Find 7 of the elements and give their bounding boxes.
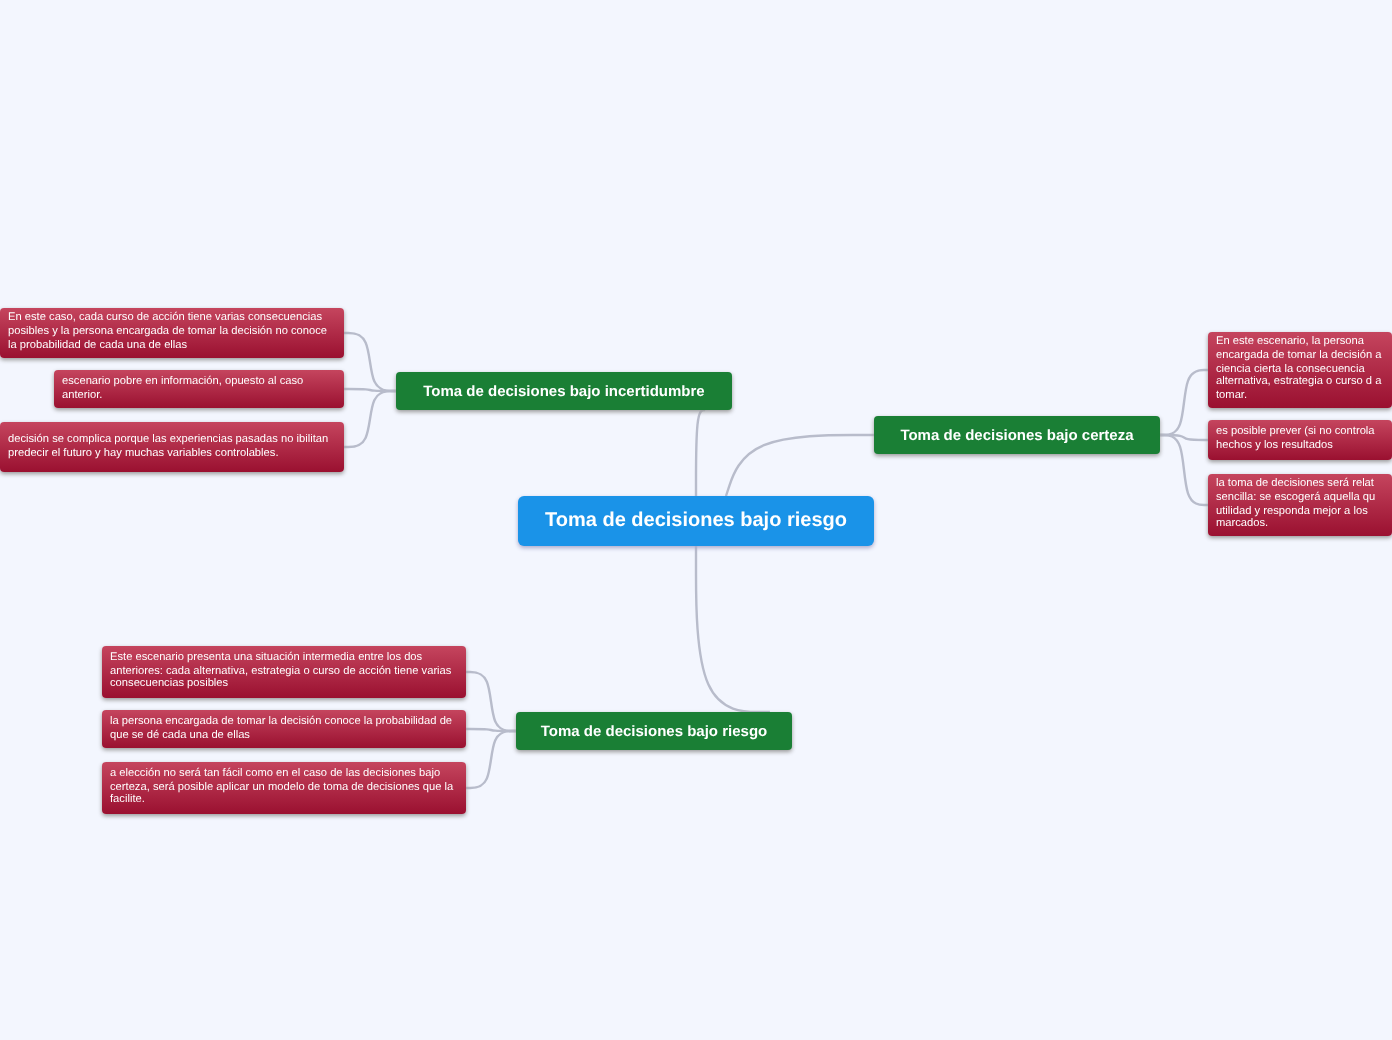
- connector: [344, 389, 396, 449]
- connector: [724, 433, 874, 497]
- connector: [694, 546, 770, 714]
- central-topic-box: Toma de decisiones bajo riesgo: [518, 496, 874, 546]
- connector: [1160, 433, 1208, 507]
- connector: [466, 729, 516, 790]
- connector: [694, 408, 706, 496]
